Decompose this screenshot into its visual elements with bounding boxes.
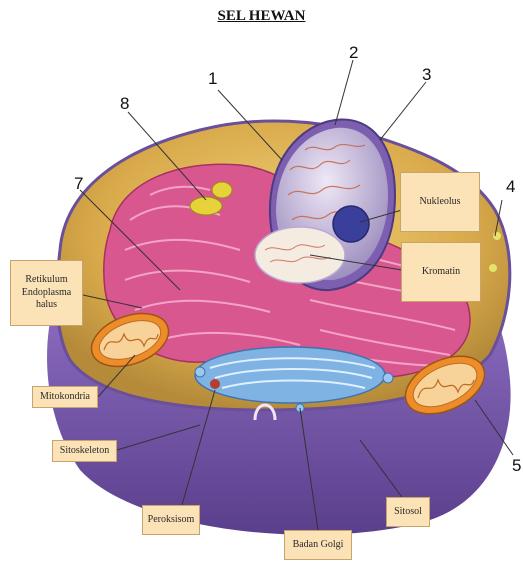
number-label-4: 4 (506, 178, 515, 195)
label-badan-golgi: Badan Golgi (284, 530, 352, 560)
label-sitosol: Sitosol (386, 497, 430, 527)
label-kromatin: Kromatin (401, 242, 481, 302)
peroxisome (210, 379, 220, 389)
diagram-title: SEL HEWAN (0, 8, 523, 25)
number-label-5: 5 (512, 457, 521, 474)
label-sitoskeleton: Sitoskeleton (52, 440, 117, 462)
granule (493, 232, 501, 240)
number-label-1: 1 (208, 70, 217, 87)
number-label-3: 3 (422, 66, 431, 83)
label-nukleolus: Nukleolus (400, 172, 480, 232)
number-label-2: 2 (349, 44, 358, 61)
number-label-8: 8 (120, 95, 129, 112)
number-label-7: 7 (74, 175, 83, 192)
granule (489, 264, 497, 272)
nucleolus (333, 206, 369, 242)
label-mitokondria: Mitokondria (32, 386, 98, 408)
label-retikulum-endoplasma-halus: Retikulum Endoplasma halus (10, 260, 83, 326)
label-peroksisom: Peroksisom (142, 505, 200, 535)
